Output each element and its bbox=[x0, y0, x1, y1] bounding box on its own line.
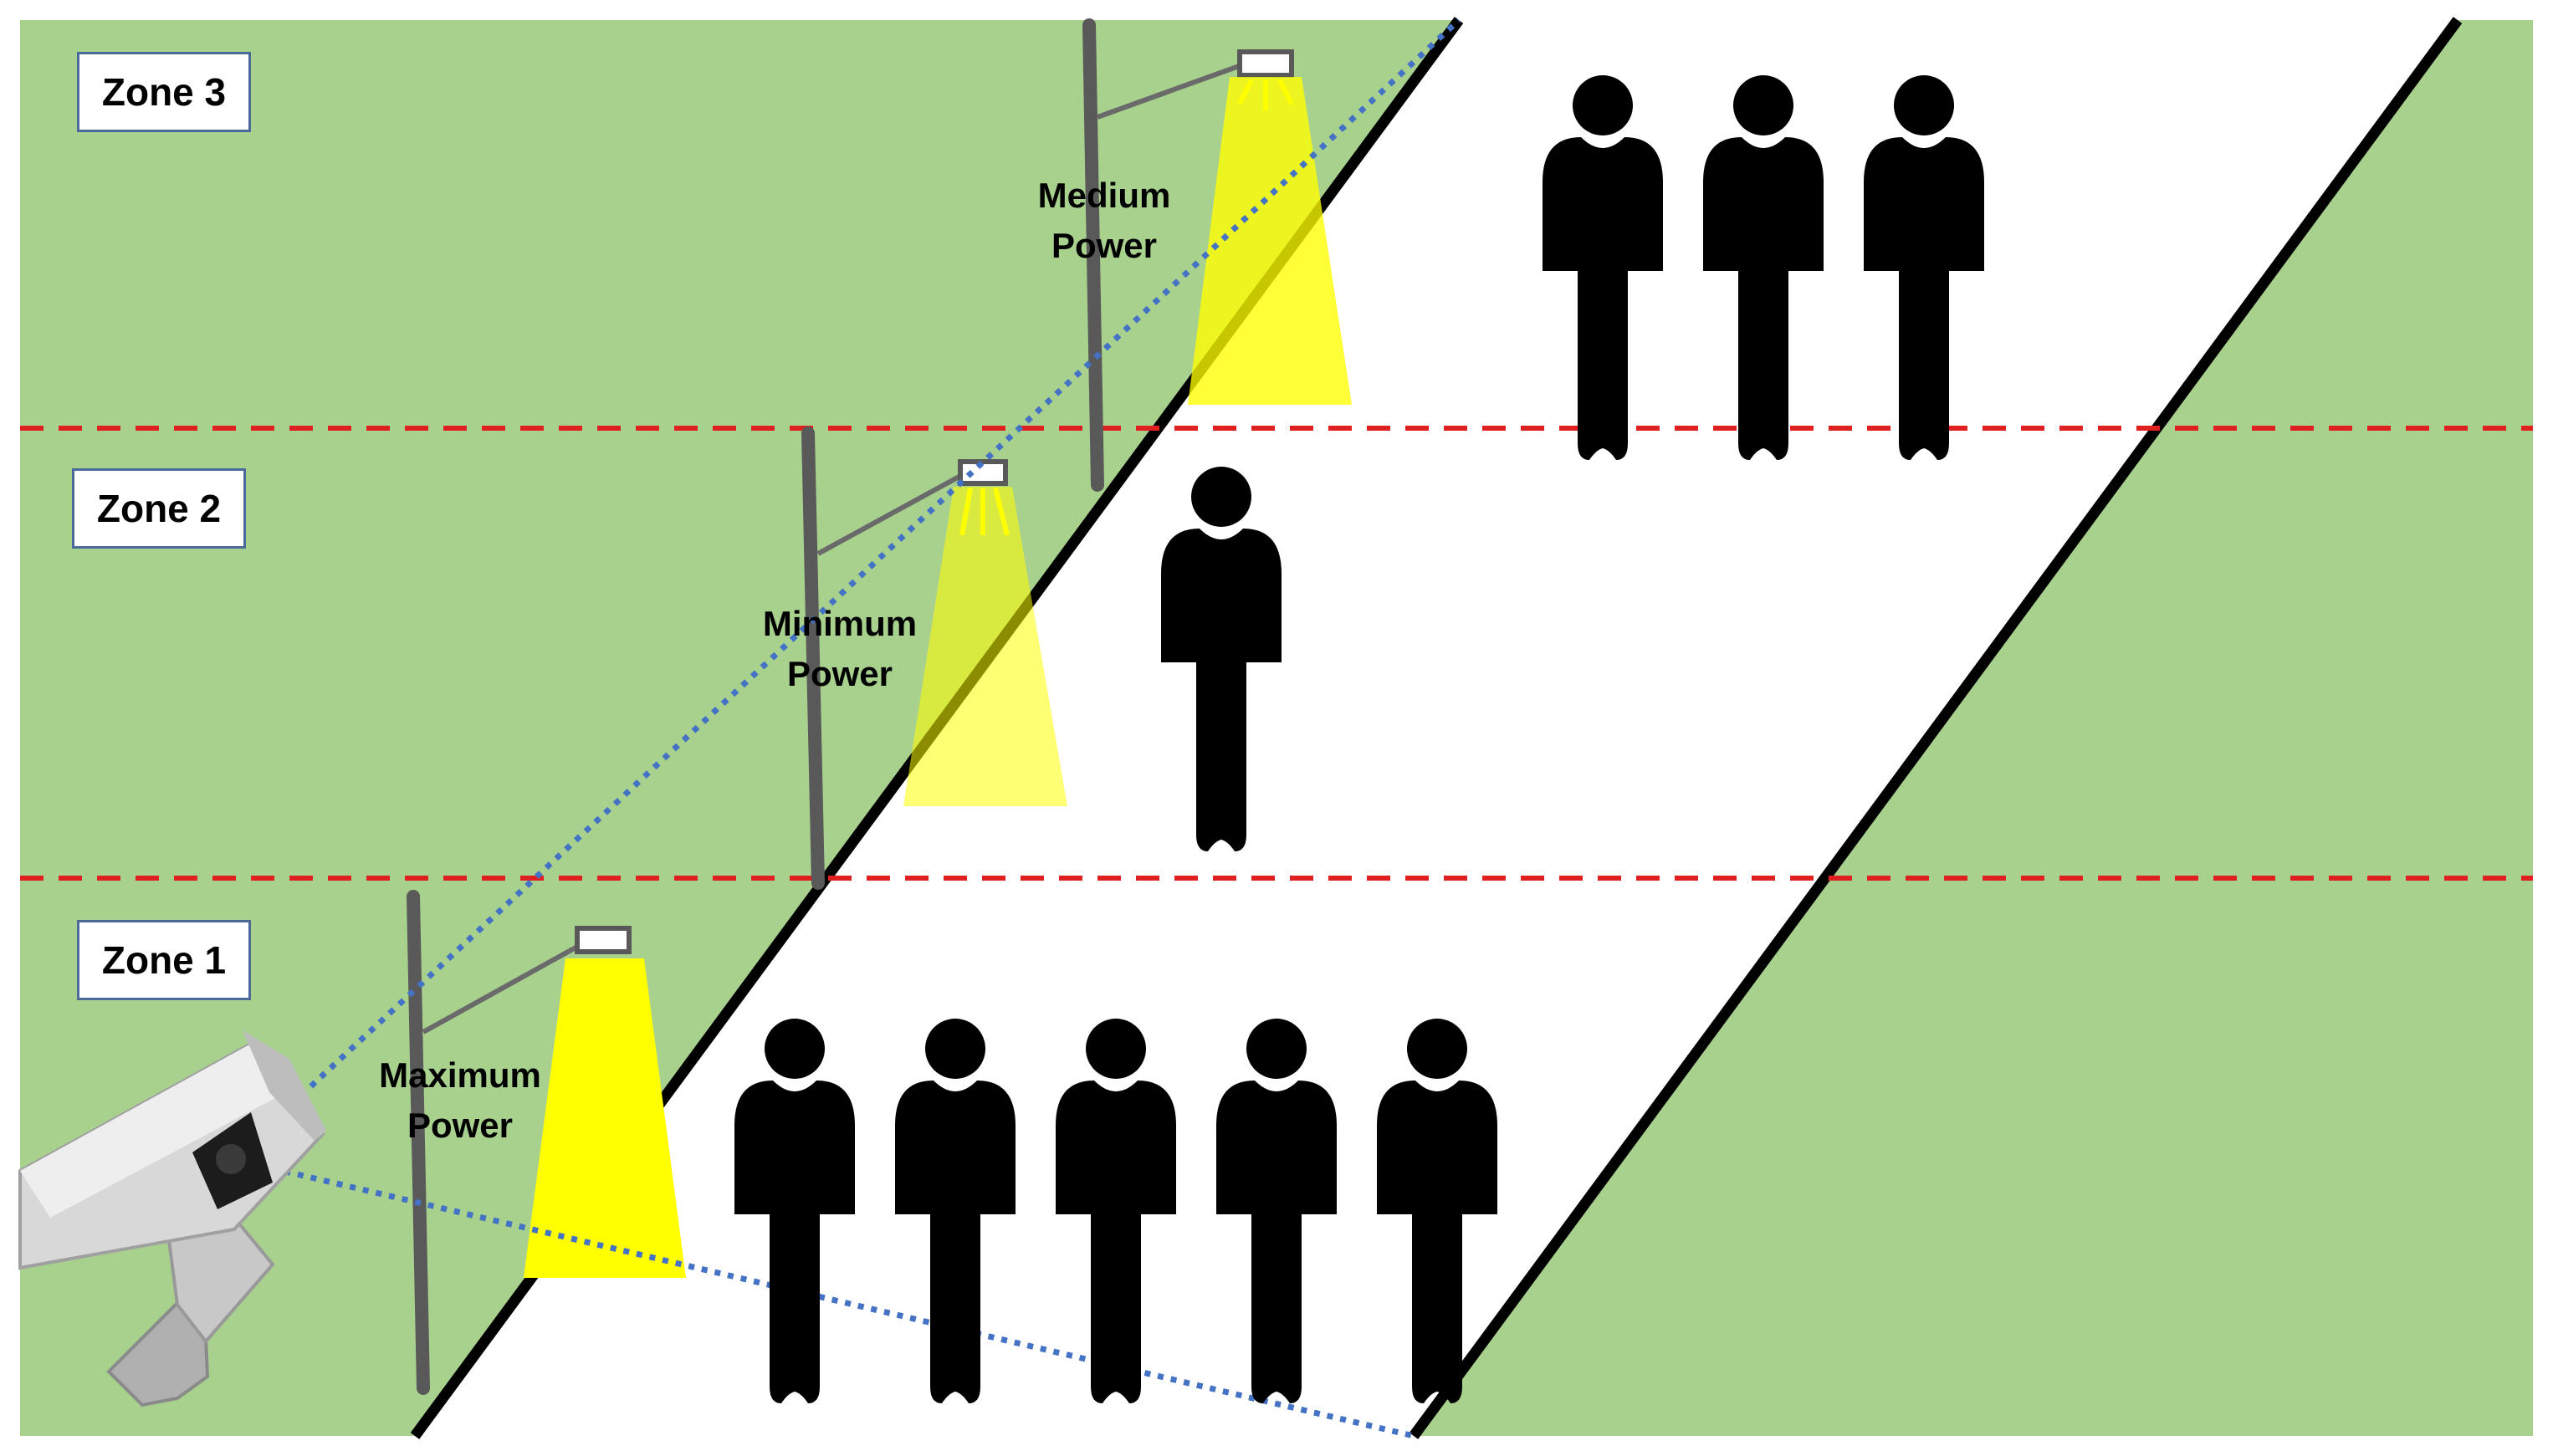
zone-2-power-label: Minimum Power bbox=[739, 599, 940, 699]
lamp-head-icon bbox=[1237, 49, 1294, 78]
power-level: Medium bbox=[1037, 176, 1171, 215]
zone-1-label: Zone 1 bbox=[77, 920, 251, 1000]
zone-1-power-label: Maximum Power bbox=[360, 1050, 560, 1151]
camera-view-line-lower bbox=[232, 1156, 1415, 1439]
power-level: Minimum bbox=[762, 604, 918, 643]
zone-3-label: Zone 3 bbox=[77, 52, 251, 132]
street-light-zone2 bbox=[801, 427, 1067, 890]
light-beam-zone1 bbox=[524, 958, 686, 1278]
zone-2-label: Zone 2 bbox=[72, 468, 246, 549]
light-beam-zone2 bbox=[903, 487, 1067, 806]
road-edge-right bbox=[1409, 17, 2463, 1439]
people-zone3 bbox=[1543, 75, 1984, 460]
power-word: Power bbox=[1051, 226, 1158, 265]
camera-view-line-upper bbox=[230, 18, 1461, 1162]
street-light-zone1 bbox=[407, 890, 686, 1395]
power-word: Power bbox=[786, 654, 893, 693]
power-word: Power bbox=[407, 1106, 514, 1145]
power-level: Maximum bbox=[379, 1055, 541, 1095]
lamp-head-icon bbox=[575, 926, 632, 954]
zone-3-power-label: Medium Power bbox=[1004, 171, 1205, 271]
security-camera-icon bbox=[18, 1030, 326, 1407]
street-light-zone3 bbox=[1082, 18, 1352, 492]
light-beam-zone3 bbox=[1188, 77, 1352, 405]
